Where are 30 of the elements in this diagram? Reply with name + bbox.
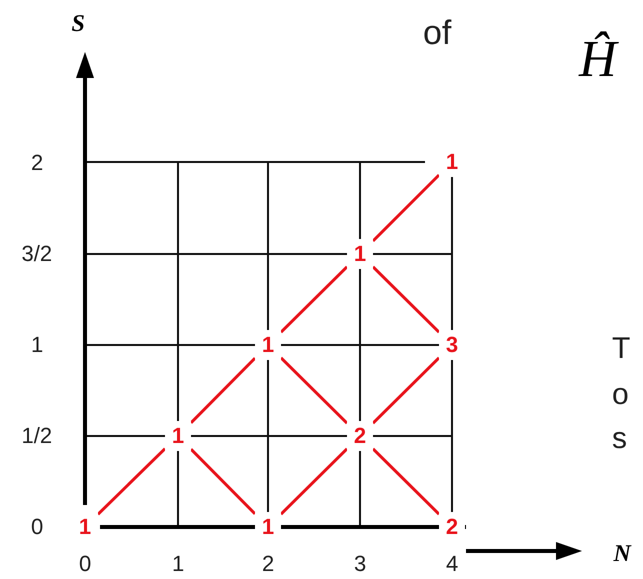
connector-line <box>372 356 440 424</box>
text-fragment: of <box>423 16 452 50</box>
tick-label: 0 <box>79 553 92 575</box>
tick-label: 0 <box>31 516 44 538</box>
connector-line <box>372 266 440 334</box>
tick-label: 4 <box>446 553 458 575</box>
tick-label: 2 <box>262 553 274 575</box>
connector-line <box>280 266 348 334</box>
connector-line <box>96 448 166 516</box>
connector-line <box>190 357 256 424</box>
connector-line <box>280 356 348 424</box>
tick-label: 3 <box>354 553 366 575</box>
axis-label: S <box>72 12 85 36</box>
text-fragment: o <box>612 380 629 410</box>
tick-label: 2 <box>31 152 44 174</box>
tick-label: 1 <box>172 553 184 575</box>
axis-label: N <box>614 542 631 566</box>
tick-label: 1/2 <box>22 425 52 447</box>
count-number: 1 <box>165 421 191 451</box>
count-number: 1 <box>347 239 373 269</box>
tick-label: 3/2 <box>22 243 52 265</box>
count-number: 2 <box>347 421 373 451</box>
tick-label: 1 <box>31 334 44 356</box>
connector-line <box>280 448 348 516</box>
connector-line <box>190 448 256 515</box>
count-number: 1 <box>255 330 281 360</box>
text-fragment: T <box>612 334 630 364</box>
connector-line <box>372 448 440 516</box>
connector-line <box>372 174 440 242</box>
text-fragment: s <box>612 424 627 454</box>
